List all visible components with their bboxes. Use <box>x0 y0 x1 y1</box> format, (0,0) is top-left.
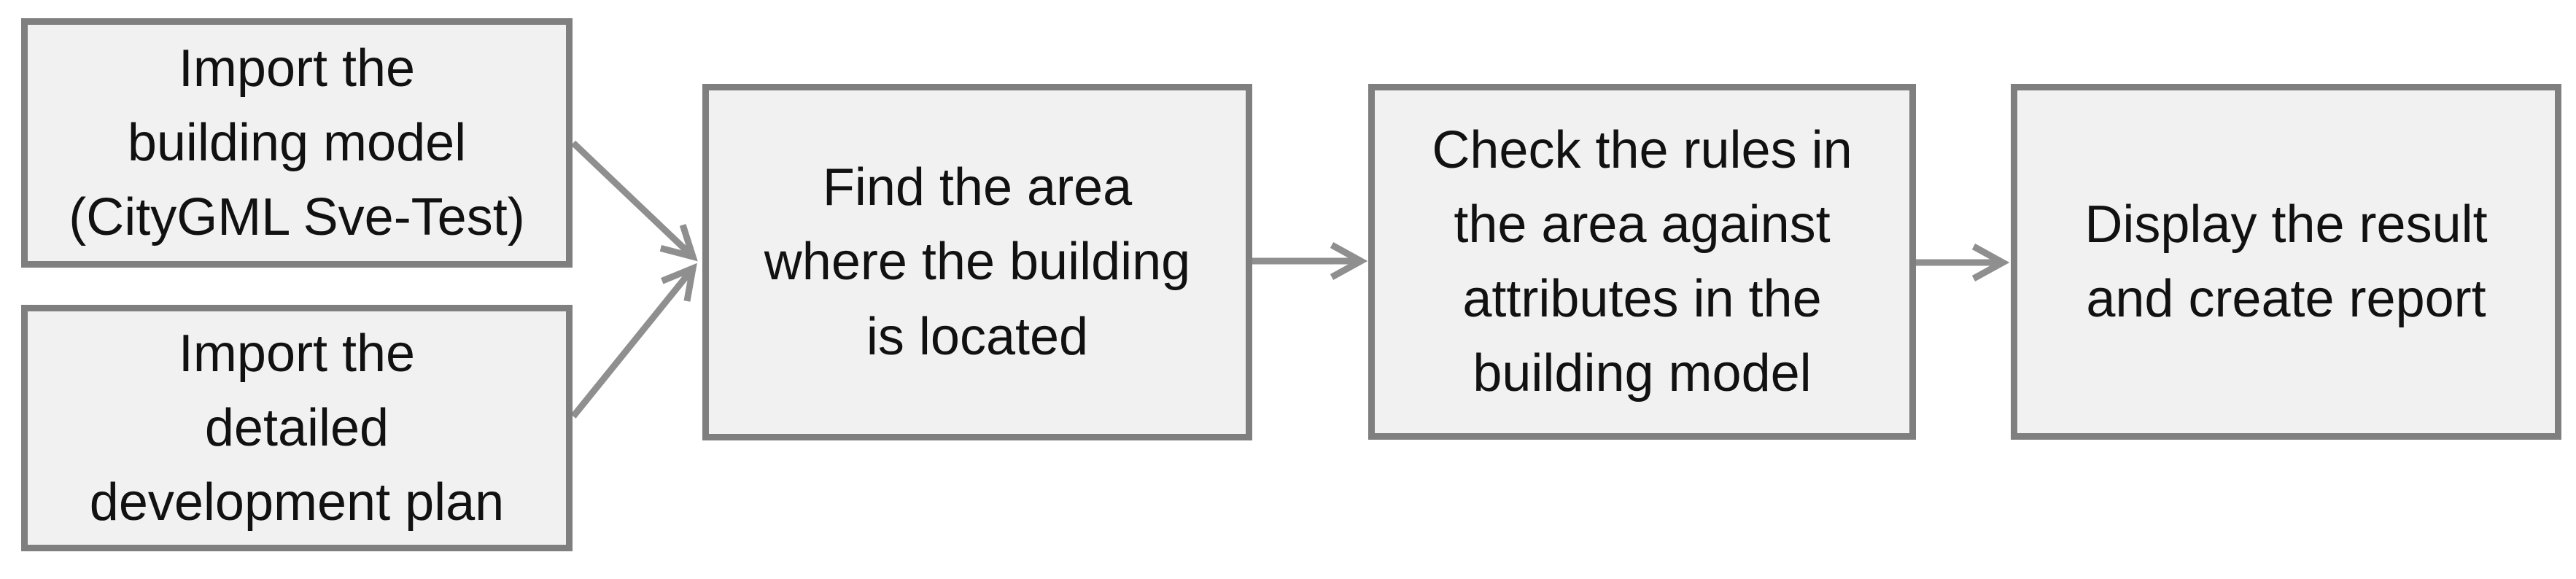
flow-step-import-building-model: Import the building model (CityGML Sve-T… <box>21 18 573 268</box>
flow-step-label: Import the detailed development plan <box>89 324 505 532</box>
flow-step-check-rules: Check the rules in the area against attr… <box>1368 84 1916 440</box>
flow-step-find-area: Find the area where the building is loca… <box>702 84 1252 440</box>
flow-step-label: Check the rules in the area against attr… <box>1432 120 1853 403</box>
flow-step-display-result: Display the result and create report <box>2011 84 2561 440</box>
arrow-import-development-plan-to-find-area <box>570 263 697 419</box>
flow-step-label: Import the building model (CityGML Sve-T… <box>69 39 525 247</box>
flow-step-label: Display the result and create report <box>2084 195 2488 328</box>
arrow-import-building-model-to-find-area <box>570 140 698 262</box>
flow-step-import-development-plan: Import the detailed development plan <box>21 305 573 551</box>
flow-step-label: Find the area where the building is loca… <box>764 158 1191 366</box>
